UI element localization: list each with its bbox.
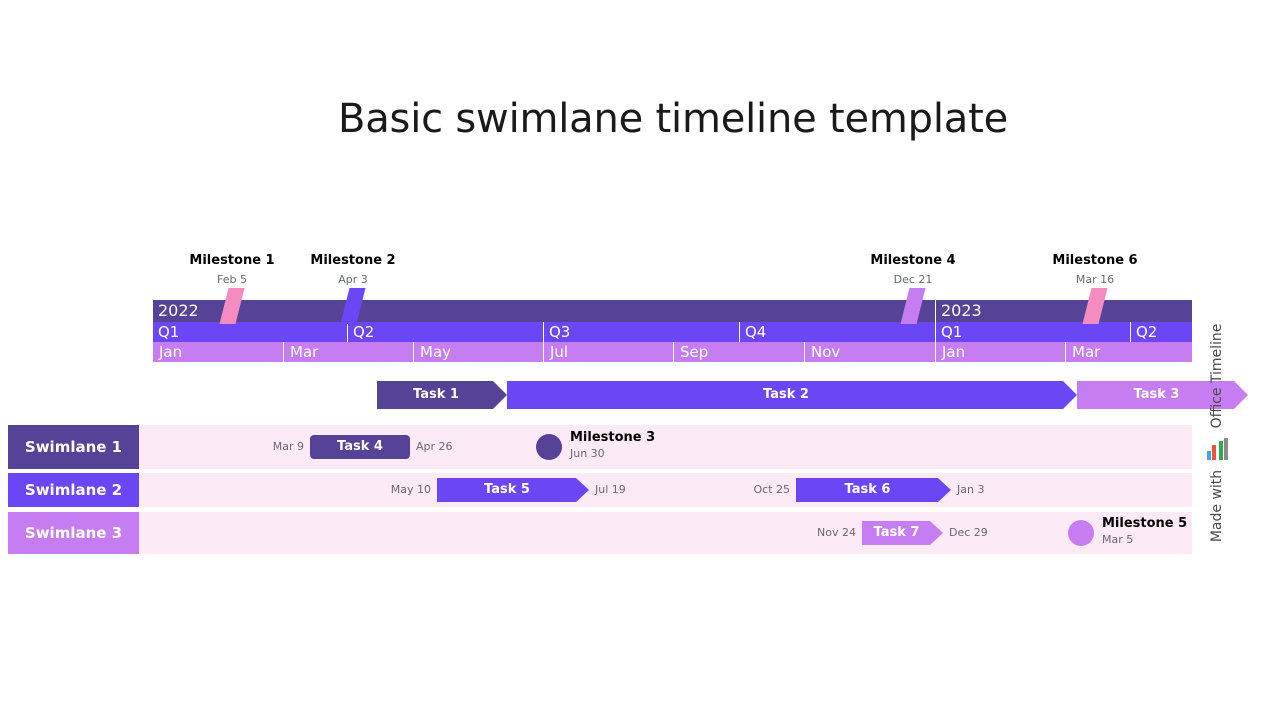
swimlane-body: Task 4 Mar 9 Apr 26 Milestone 3 Jun 30 <box>139 425 1192 469</box>
swimlane-task-label: Task 7 <box>873 525 920 540</box>
timeline-milestone-title: Milestone 2 <box>310 253 396 268</box>
swimlane-task-bar[interactable]: Task 4 <box>310 435 410 459</box>
timeline-milestone-date: Mar 16 <box>1075 273 1115 286</box>
swimlane-task-end-date: Dec 29 <box>949 526 988 539</box>
swimlane-milestone[interactable]: Milestone 5 Mar 5 <box>1068 516 1187 546</box>
timeline-year-row: 2022 2023 <box>153 300 1192 322</box>
timeline-milestone-title: Milestone 6 <box>1052 253 1138 268</box>
swimlane-label[interactable]: Swimlane 2 <box>8 473 139 507</box>
timeline-month-label: Sep <box>680 343 709 361</box>
swimlane-task-end-date: Jul 19 <box>595 483 626 496</box>
swimlane-milestone-dot-icon <box>536 434 562 460</box>
swimlane-task-start-date: May 10 <box>390 483 431 496</box>
timeline-quarter-row: Q1 Q2 Q3 Q4 Q1 Q2 <box>153 322 1192 342</box>
swimlane-task-end-date: Apr 26 <box>416 440 453 453</box>
timeline-quarter-cell: Q2 <box>1130 322 1193 342</box>
swimlane-task-label: Task 5 <box>484 482 530 497</box>
timeline-month-cell: May <box>413 342 544 362</box>
timeline-year-cell: 2022 <box>153 300 935 322</box>
swimlane-task-bar[interactable]: Task 7 <box>862 521 943 545</box>
top-task-bar[interactable]: Task 3 <box>1077 381 1248 409</box>
brand-made-with-label: Made with <box>1209 469 1225 543</box>
timeline-month-cell: Jan <box>935 342 1066 362</box>
swimlane-task-label: Task 6 <box>844 482 891 497</box>
timeline-scale: 2022 2023 Q1 Q2 Q3 Q4 Q1 Q2 Jan Mar May Jul Sep Nov… <box>153 300 1192 362</box>
timeline-month-cell: Sep <box>673 342 805 362</box>
top-task-bar[interactable]: Task 2 <box>507 381 1077 409</box>
timeline-quarter-cell: Q4 <box>739 322 936 342</box>
swimlane-milestone-title: Milestone 3 <box>570 430 656 445</box>
timeline-quarter-label: Q2 <box>353 323 375 341</box>
swimlane-task-label: Task 4 <box>337 439 383 454</box>
logo-bar <box>1212 445 1216 460</box>
timeline-milestone-title: Milestone 4 <box>870 253 956 268</box>
swimlane-label[interactable]: Swimlane 1 <box>8 425 139 469</box>
swimlane-row: Swimlane 2 Task 5 May 10 Jul 19 Task 6 Oct 25… <box>8 473 1192 507</box>
timeline-month-cell: Jan <box>153 342 283 362</box>
timeline-milestone-date: Apr 3 <box>338 273 368 286</box>
top-task-label: Task 2 <box>763 387 809 402</box>
timeline-month-cell: Mar <box>283 342 414 362</box>
brand-product-name: Office Timeline <box>1209 323 1225 429</box>
timeline-quarter-cell: Q3 <box>543 322 740 342</box>
swimlane-milestone-dot-icon <box>1068 520 1094 546</box>
timeline-month-label: Jul <box>550 343 569 361</box>
timeline-year-label: 2023 <box>941 301 982 320</box>
timeline-month-label: Jan <box>942 343 966 361</box>
timeline-milestone-date: Feb 5 <box>217 273 247 286</box>
logo-bar <box>1207 451 1211 460</box>
logo-bar <box>1224 438 1228 460</box>
office-timeline-logo-icon <box>1207 438 1231 460</box>
timeline-quarter-cell: Q2 <box>347 322 544 342</box>
top-task-label: Task 1 <box>413 387 459 402</box>
swimlane-milestone-title: Milestone 5 <box>1102 516 1188 531</box>
swimlane-task-start-date: Nov 24 <box>817 526 856 539</box>
swimlane-label[interactable]: Swimlane 3 <box>8 512 139 554</box>
top-task-bar[interactable]: Task 1 <box>377 381 507 409</box>
timeline-year-cell: 2023 <box>935 300 1193 322</box>
timeline-month-label: Nov <box>811 343 841 361</box>
top-task-label: Task 3 <box>1133 387 1180 402</box>
swimlane-task-bar[interactable]: Task 5 <box>437 478 589 502</box>
top-level-task-bars: Task 1 Task 2 Task 3 <box>0 381 1280 409</box>
timeline-month-label: May <box>420 343 452 361</box>
swimlane-milestone-date: Mar 5 <box>1102 533 1134 546</box>
swimlane-task-start-date: Mar 9 <box>272 440 304 453</box>
timeline-quarter-label: Q3 <box>549 323 571 341</box>
swimlane-milestone[interactable]: Milestone 3 Jun 30 <box>536 430 655 460</box>
swimlane-body: Task 5 May 10 Jul 19 Task 6 Oct 25 Jan 3 <box>139 473 1192 507</box>
timeline-quarter-cell: Q1 <box>935 322 1131 342</box>
timeline-milestone-title: Milestone 1 <box>189 253 275 268</box>
swimlane-row: Swimlane 1 Task 4 Mar 9 Apr 26 Milestone 3 Ju… <box>8 425 1192 469</box>
timeline-month-cell: Mar <box>1065 342 1193 362</box>
timeline-month-label: Mar <box>290 343 319 361</box>
timeline-quarter-label: Q1 <box>941 323 963 341</box>
logo-bar <box>1219 441 1223 460</box>
timeline-month-cell: Jul <box>543 342 674 362</box>
swimlane-task-bar[interactable]: Task 6 <box>796 478 951 502</box>
branding: Office Timeline Made with <box>1205 310 1229 560</box>
timeline-month-label: Jan <box>159 343 183 361</box>
timeline-month-row: Jan Mar May Jul Sep Nov Jan Mar <box>153 342 1192 362</box>
timeline-month-label: Mar <box>1072 343 1101 361</box>
swimlane-task-start-date: Oct 25 <box>753 483 790 496</box>
swimlane-task-end-date: Jan 3 <box>957 483 985 496</box>
swimlane-milestone-date: Jun 30 <box>570 447 605 460</box>
timeline-quarter-label: Q2 <box>1136 323 1158 341</box>
page-title: Basic swimlane timeline template <box>338 96 1008 142</box>
swimlane-body: Task 7 Nov 24 Dec 29 Milestone 5 Mar 5 <box>139 512 1192 554</box>
timeline-quarter-cell: Q1 <box>153 322 347 342</box>
timeline-year-label: 2022 <box>158 301 199 320</box>
timeline-milestone-date: Dec 21 <box>893 273 933 286</box>
timeline-quarter-label: Q4 <box>745 323 767 341</box>
timeline-quarter-label: Q1 <box>158 323 180 341</box>
timeline-month-cell: Nov <box>804 342 936 362</box>
